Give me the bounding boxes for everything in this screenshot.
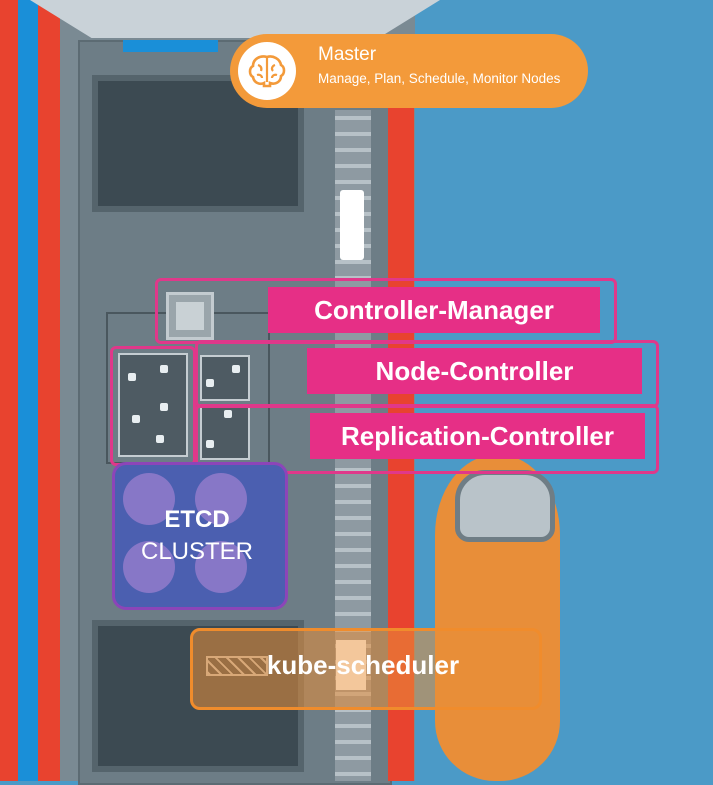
etcd-title: ETCD	[164, 506, 230, 533]
rail-tie	[335, 708, 371, 712]
rail-tie	[335, 516, 371, 520]
side-boat-cabin	[455, 470, 555, 542]
node-light	[128, 373, 136, 381]
kube-scheduler-label: kube-scheduler	[266, 650, 460, 680]
node-light	[160, 365, 168, 373]
node-box	[200, 404, 250, 460]
etcd-disk	[195, 541, 247, 593]
master-subtitle: Manage, Plan, Schedule, Monitor Nodes	[318, 71, 561, 86]
rail-tie	[335, 132, 371, 136]
node-box	[200, 355, 250, 401]
etcd-disk	[123, 473, 175, 525]
node-light	[232, 365, 240, 373]
rail-tie	[335, 260, 371, 264]
etcd-cluster	[112, 462, 288, 610]
master-title: Master	[318, 44, 377, 65]
etcd-subtitle: CLUSTER	[140, 538, 254, 565]
replication-controller-frame	[195, 404, 659, 474]
brain-icon	[238, 42, 296, 100]
rail-tie	[335, 532, 371, 536]
rail-tie	[335, 756, 371, 760]
scheduler-container	[336, 640, 366, 690]
node-controller-highlight	[110, 346, 196, 466]
rail-tie	[335, 580, 371, 584]
rail-tie	[335, 164, 371, 168]
etcd-disk	[195, 473, 247, 525]
ship-hull-stripe	[18, 0, 38, 781]
rail-tie	[335, 148, 371, 152]
rail-tie	[335, 116, 371, 120]
rail-tie	[335, 724, 371, 728]
node-light	[206, 379, 214, 387]
controller-manager-label: Controller-Manager	[268, 287, 600, 333]
rail-tie	[335, 740, 371, 744]
node-light	[160, 403, 168, 411]
rail-car	[340, 190, 364, 260]
node-box	[118, 353, 188, 457]
rail-tie	[335, 484, 371, 488]
rail-tie	[335, 612, 371, 616]
node-light	[224, 410, 232, 418]
node-light	[206, 440, 214, 448]
crane-icon	[206, 656, 268, 676]
node-light	[132, 415, 140, 423]
etcd-disk	[123, 541, 175, 593]
rail-tie	[335, 180, 371, 184]
ship-bow-strip	[123, 40, 218, 52]
node-light	[156, 435, 164, 443]
rail-tie	[335, 548, 371, 552]
rail-tie	[335, 564, 371, 568]
rail-tie	[335, 772, 371, 776]
controller-manager-box-inner	[176, 302, 204, 330]
replication-controller-label: Replication-Controller	[310, 413, 645, 459]
node-controller-label: Node-Controller	[307, 348, 642, 394]
rail-tie	[335, 500, 371, 504]
ship-bow	[30, 0, 440, 38]
rail-tie	[335, 468, 371, 472]
rail-tie	[335, 596, 371, 600]
